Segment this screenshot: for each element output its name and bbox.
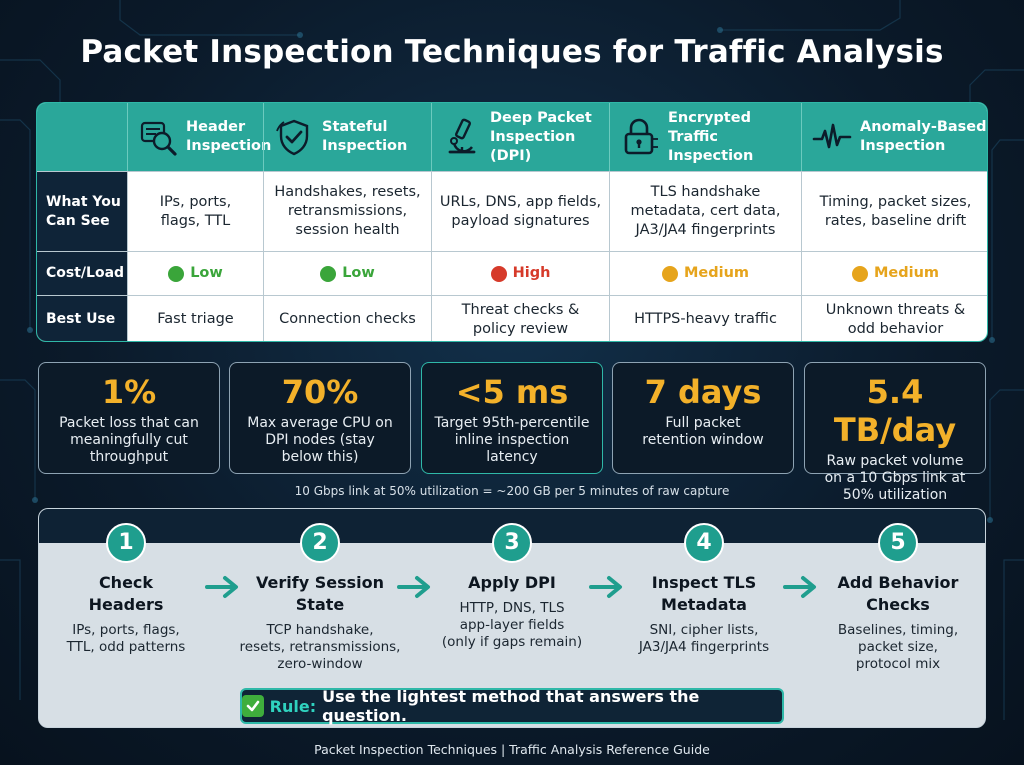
workflow-steps-panel: 1 Check Headers IPs, ports, flags, TTL, … <box>38 508 986 728</box>
step-number: 4 <box>684 523 724 563</box>
status-dot <box>490 265 507 282</box>
header-corner <box>37 103 127 171</box>
stat-caption: Full packet retention window <box>642 415 764 448</box>
step-description: Baselines, timing, packet size, protocol… <box>837 622 959 672</box>
step-description: SNI, cipher lists, JA3/JA4 fingerprints <box>638 622 770 655</box>
step-title: Verify Session State <box>256 573 384 614</box>
step-title: Inspect TLS Metadata <box>651 573 757 614</box>
table-row-best-use: Best Use Fast triage Connection checks T… <box>37 295 987 341</box>
rule-keyword: Rule: <box>269 696 317 716</box>
step-number: 2 <box>300 523 340 563</box>
column-header-anomaly-based-inspection: Anomaly-Based Inspection <box>801 103 987 171</box>
stat-caption: Raw packet volume on a 10 Gbps link at 5… <box>824 453 966 503</box>
step-3: 3 Apply DPI HTTP, DNS, TLS app-layer fie… <box>427 509 597 651</box>
table-cell: TLS handshake metadata, cert data, JA3/J… <box>609 172 801 251</box>
step-description: IPs, ports, flags, TTL, odd patterns <box>66 622 186 655</box>
stat-card-packet-loss: 1% Packet loss that can meaningfully cut… <box>38 362 220 474</box>
column-label: Encrypted Traffic Inspection <box>668 109 754 164</box>
column-header-deep-packet-inspection: Deep Packet Inspection (DPI) <box>431 103 609 171</box>
arrow-right-icon <box>205 576 238 598</box>
column-label: Anomaly-Based Inspection <box>860 119 987 154</box>
table-cell: Handshakes, resets, retransmissions, ses… <box>263 172 431 251</box>
rule-text: Use the lightest method that answers the… <box>322 687 700 725</box>
stat-card-retention: 7 days Full packet retention window <box>612 362 794 474</box>
shield-check-icon <box>276 119 309 156</box>
stat-card-latency: <5 ms Target 95th-percentile inline insp… <box>421 362 603 474</box>
table-cell: URLs, DNS, app fields, payload signature… <box>431 172 609 251</box>
column-label: Deep Packet Inspection (DPI) <box>490 109 592 164</box>
table-cell: Unknown threats & odd behavior <box>801 296 987 341</box>
step-2: 2 Verify Session State TCP handshake, re… <box>235 509 405 673</box>
status-dot <box>320 265 337 282</box>
stat-caption: Max average CPU on DPI nodes (stay below… <box>247 415 393 465</box>
comparison-table: Header Inspection Stateful Inspection De… <box>36 102 988 342</box>
arrow-right-icon <box>589 576 622 598</box>
step-title: Apply DPI <box>468 573 556 592</box>
row-label: Cost/Load <box>37 252 127 295</box>
cost-cell: Low <box>127 252 263 295</box>
column-label: Header Inspection <box>186 119 272 154</box>
step-number: 5 <box>878 523 918 563</box>
capture-footnote: 10 Gbps link at 50% utilization = ~200 G… <box>294 484 730 498</box>
table-cell: Threat checks & policy review <box>431 296 609 341</box>
stat-caption: Target 95th-percentile inline inspection… <box>434 415 590 465</box>
status-dot <box>851 265 868 282</box>
cost-cell: Medium <box>801 252 987 295</box>
step-number: 1 <box>106 523 146 563</box>
rule-banner: Rule: Use the lightest method that answe… <box>240 687 784 725</box>
table-row-what-you-can-see: What You Can See IPs, ports, flags, TTL … <box>37 171 987 251</box>
table-header: Header Inspection Stateful Inspection De… <box>37 103 987 171</box>
step-title: Check Headers <box>88 573 164 614</box>
column-label: Stateful Inspection <box>322 119 408 154</box>
step-title: Add Behavior Checks <box>837 573 959 614</box>
step-4: 4 Inspect TLS Metadata SNI, cipher lists… <box>619 509 789 656</box>
stat-card-cpu: 70% Max average CPU on DPI nodes (stay b… <box>229 362 411 474</box>
step-description: TCP handshake, resets, retransmissions, … <box>239 622 401 672</box>
checkmark-icon <box>242 695 264 717</box>
row-label: What You Can See <box>37 172 127 251</box>
cost-label: Medium <box>873 265 940 281</box>
stat-value: 1% <box>101 373 157 411</box>
cost-label: Medium <box>683 265 750 281</box>
cost-label: Low <box>342 265 375 281</box>
microscope-icon <box>448 118 476 154</box>
cost-cell: Medium <box>609 252 801 295</box>
stat-value: 70% <box>281 373 359 411</box>
pulse-icon <box>812 123 852 149</box>
table-row-cost-load: Cost/Load Low Low High Medium Medium <box>37 251 987 295</box>
page-footer: Packet Inspection Techniques | Traffic A… <box>314 742 710 757</box>
magnifier-icon <box>140 121 177 156</box>
step-description: HTTP, DNS, TLS app-layer fields (only if… <box>441 600 583 650</box>
cost-cell: Low <box>263 252 431 295</box>
lock-icon <box>624 118 658 155</box>
stat-value: 5.4 TB/day <box>833 373 957 449</box>
column-header-header-inspection: Header Inspection <box>127 103 271 171</box>
arrow-right-icon <box>783 576 816 598</box>
column-header-encrypted-traffic-inspection: Encrypted Traffic Inspection <box>609 103 801 171</box>
step-5: 5 Add Behavior Checks Baselines, timing,… <box>813 509 983 673</box>
arrow-right-icon <box>397 576 430 598</box>
page-title: Packet Inspection Techniques for Traffic… <box>80 34 944 70</box>
status-dot <box>168 265 185 282</box>
step-1: 1 Check Headers IPs, ports, flags, TTL, … <box>41 509 211 656</box>
table-cell: Timing, packet sizes, rates, baseline dr… <box>801 172 987 251</box>
table-cell: HTTPS-heavy traffic <box>609 296 801 341</box>
step-number: 3 <box>492 523 532 563</box>
stat-card-volume: 5.4 TB/day Raw packet volume on a 10 Gbp… <box>804 362 986 503</box>
status-dot <box>661 265 678 282</box>
column-header-stateful-inspection: Stateful Inspection <box>263 103 431 171</box>
stat-caption: Packet loss that can meaningfully cut th… <box>59 415 199 465</box>
row-label: Best Use <box>37 296 127 341</box>
cost-label: High <box>512 265 551 281</box>
cost-label: Low <box>190 265 223 281</box>
table-cell: Fast triage <box>127 296 263 341</box>
cost-cell: High <box>431 252 609 295</box>
stat-value: 7 days <box>644 373 762 411</box>
table-cell: IPs, ports, flags, TTL <box>127 172 263 251</box>
stat-value: <5 ms <box>455 373 569 411</box>
table-cell: Connection checks <box>263 296 431 341</box>
